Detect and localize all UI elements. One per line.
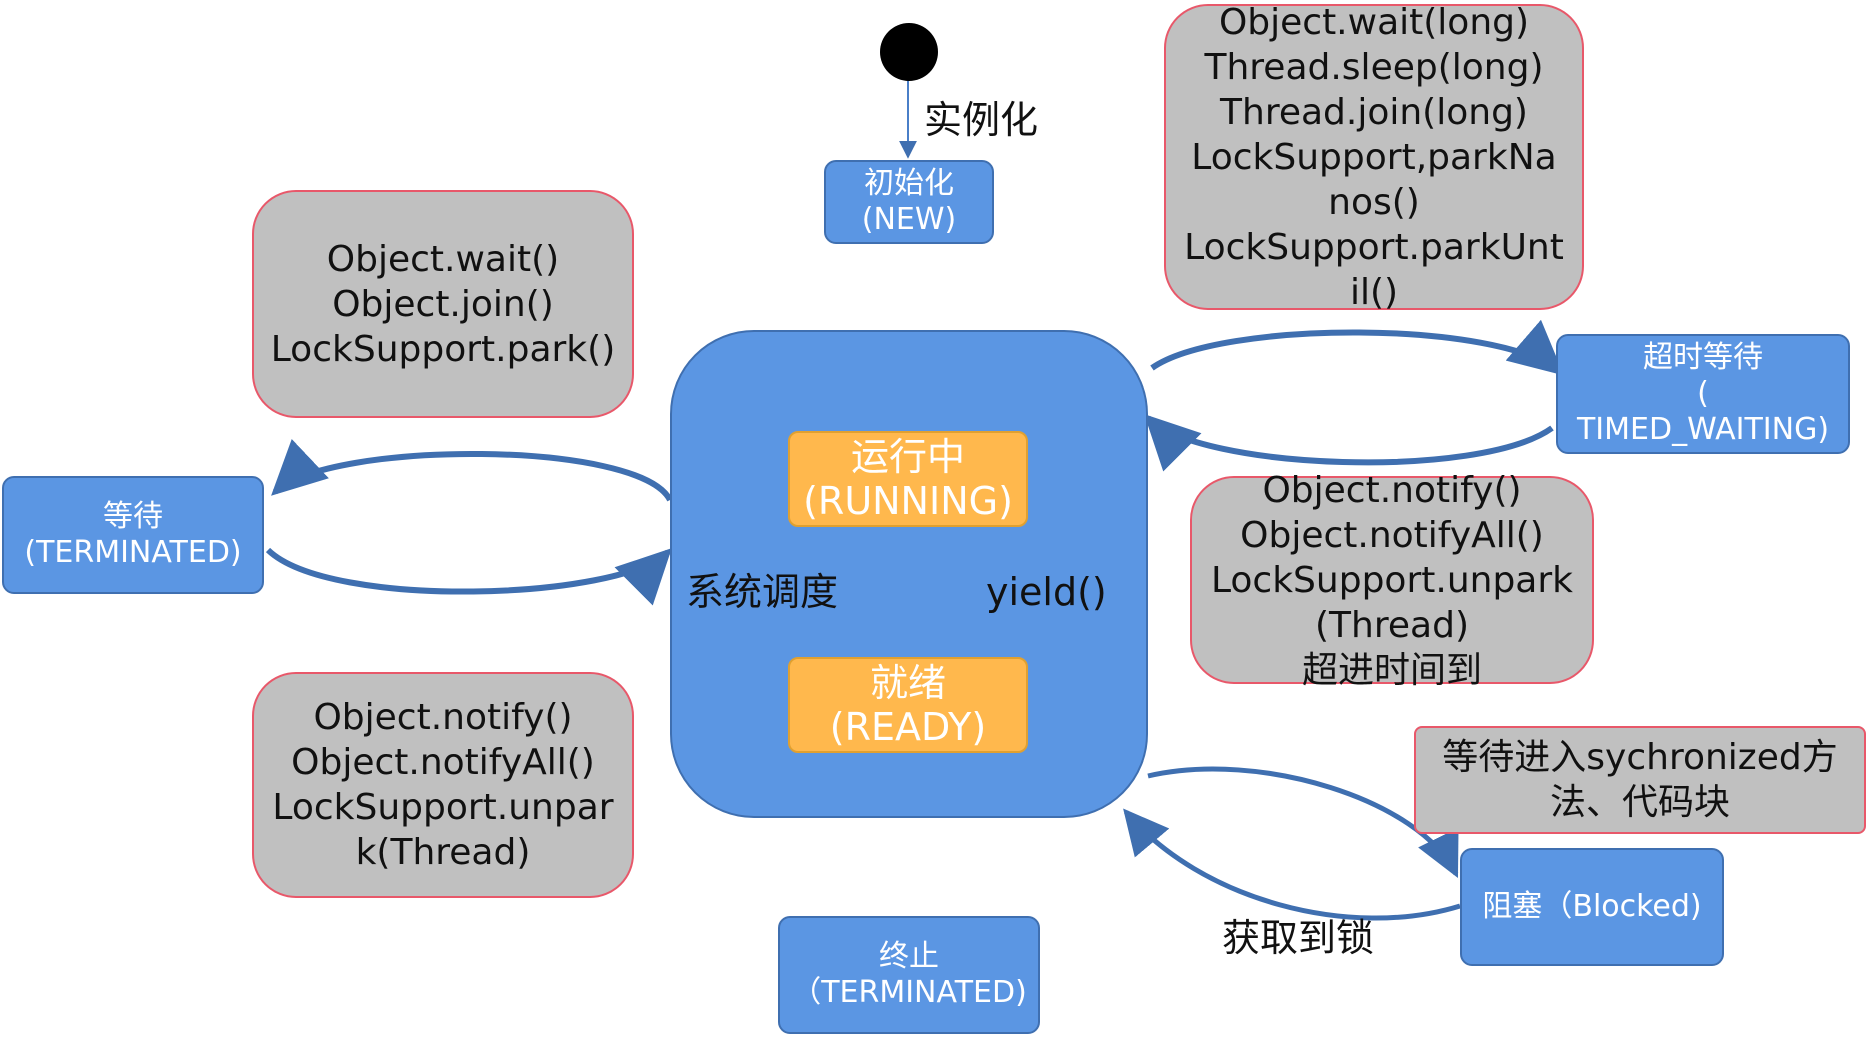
note-line: LockSupport,parkNa xyxy=(1191,136,1557,178)
note-line: Object.join() xyxy=(332,283,554,325)
note-line: LockSupport.unpark xyxy=(1210,559,1574,601)
state-new[interactable]: 初始化 (NEW) xyxy=(824,160,994,244)
state-running-name: 运行中 xyxy=(850,435,965,479)
label-acquire-lock: 获取到锁 xyxy=(1222,916,1375,960)
arrow-to-timed-waiting xyxy=(1150,319,1565,376)
note-line: 法、代码块 xyxy=(1549,782,1730,823)
note-blocked-enter: 等待进入sychronized方 法、代码块 xyxy=(1414,726,1866,834)
state-blocked[interactable]: 阻塞（Blocked) xyxy=(1460,848,1724,966)
state-blocked-name: 阻塞（Blocked) xyxy=(1482,889,1702,924)
note-line: Object.notify() xyxy=(313,697,573,738)
note-line: Object.notifyAll() xyxy=(291,742,595,783)
arrow-to-waiting xyxy=(271,439,673,502)
state-ready[interactable]: 就绪 (READY) xyxy=(788,657,1028,753)
note-line: 等待进入sychronized方 xyxy=(1442,737,1838,778)
state-running[interactable]: 运行中 (RUNNING) xyxy=(788,431,1028,527)
state-new-name: 初始化 xyxy=(864,166,954,201)
note-line: Object.notifyAll() xyxy=(1240,514,1544,556)
state-timed-waiting-name: 超时等待 xyxy=(1643,340,1763,375)
note-line: Thread.sleep(long) xyxy=(1204,46,1544,88)
note-line: Thread.join(long) xyxy=(1220,91,1528,133)
note-line: LockSupport.parkUnt xyxy=(1184,226,1564,268)
state-ready-name: 就绪 xyxy=(869,661,946,705)
state-timed-waiting-paren: ( xyxy=(1697,376,1709,411)
state-running-code: (RUNNING) xyxy=(803,479,1013,523)
initial-node xyxy=(880,23,938,81)
state-waiting[interactable]: 等待 (TERMINATED) xyxy=(2,476,264,594)
note-line: Object.notify() xyxy=(1262,469,1522,511)
note-timed-exit: Object.notify() Object.notifyAll() LockS… xyxy=(1190,470,1594,691)
note-wait-enter: Object.wait() Object.join() LockSupport.… xyxy=(252,190,634,418)
state-terminated[interactable]: 终止 （TERMINATED) xyxy=(778,916,1040,1034)
state-ready-code: (READY) xyxy=(829,705,987,749)
note-wait-exit: Object.notify() Object.notifyAll() LockS… xyxy=(252,672,634,898)
state-timed-waiting[interactable]: 超时等待 ( TIMED_WAITING) xyxy=(1556,334,1850,454)
label-system-schedule: 系统调度 xyxy=(686,570,839,614)
arrow-from-waiting xyxy=(265,547,672,606)
note-line: LockSupport.unpar xyxy=(272,787,614,828)
note-line: Object.wait(long) xyxy=(1218,1,1530,43)
state-waiting-name: 等待 xyxy=(103,499,163,534)
arrow-from-timed-waiting xyxy=(1144,414,1554,472)
label-yield: yield() xyxy=(986,570,1107,614)
state-timed-waiting-code: TIMED_WAITING) xyxy=(1576,412,1830,447)
note-line: LockSupport.park() xyxy=(270,328,616,370)
note-line: (Thread) xyxy=(1315,604,1469,646)
arrow-from-blocked xyxy=(1123,808,1461,921)
state-terminated-name: 终止 xyxy=(879,939,939,974)
state-waiting-code: (TERMINATED) xyxy=(24,535,242,570)
note-line: k(Thread) xyxy=(355,832,531,873)
state-terminated-code: （TERMINATED) xyxy=(791,975,1027,1010)
note-line: il() xyxy=(1349,271,1399,313)
note-line: 超进时间到 xyxy=(1301,649,1482,691)
note-line: nos() xyxy=(1328,181,1420,223)
state-new-code: (NEW) xyxy=(861,202,957,237)
note-timed-enter: Object.wait(long) Thread.sleep(long) Thr… xyxy=(1164,2,1584,313)
note-line: Object.wait() xyxy=(326,238,560,280)
arrow-to-blocked xyxy=(1147,766,1459,879)
label-instantiate: 实例化 xyxy=(924,98,1039,142)
